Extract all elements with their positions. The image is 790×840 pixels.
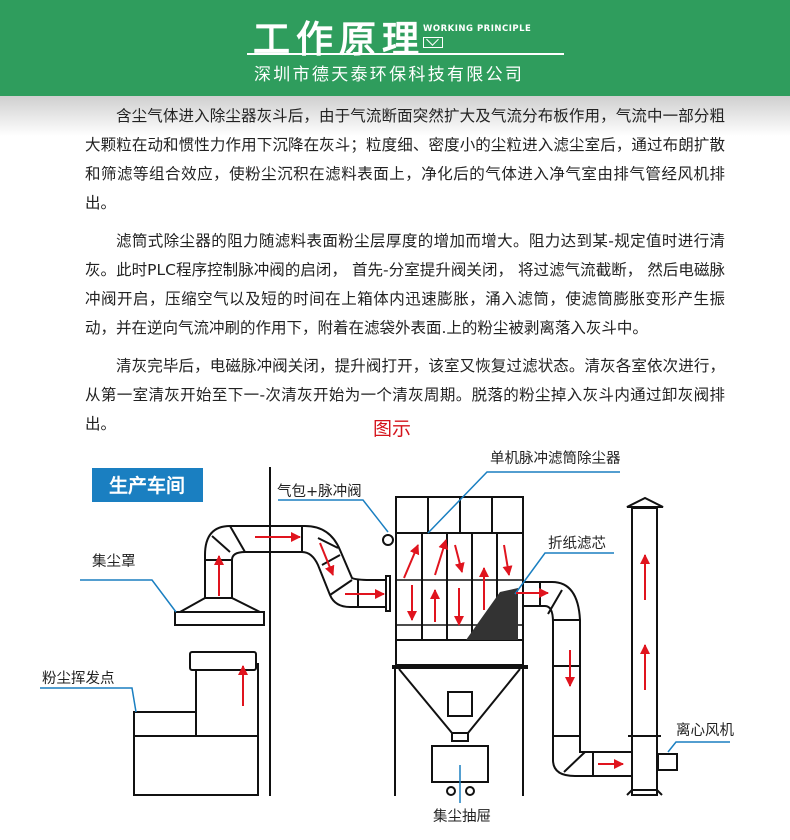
inlet-duct bbox=[204, 525, 391, 612]
collector-label: 单机脉冲滤筒除尘器 bbox=[490, 450, 621, 467]
source-label: 粉尘挥发点 bbox=[42, 670, 115, 687]
paragraph-1: 含尘气体进入除尘器灰斗后，由于气流断面突然扩大及气流分布板作用，气流中一部分粗大… bbox=[85, 107, 725, 212]
paragraph-3: 清灰完毕后，电磁脉冲阀关闭，提升阀打开，该室又恢复过滤状态。清灰各室依次进行，从… bbox=[85, 357, 725, 433]
workshop-label: 生产车间 bbox=[109, 474, 185, 497]
valve-label: 气包+脉冲阀 bbox=[277, 483, 362, 500]
workshop-badge bbox=[92, 468, 203, 502]
page-subtitle-en: WORKING PRINCIPLE bbox=[423, 24, 532, 34]
hood-label: 集尘罩 bbox=[92, 553, 136, 570]
outlet-duct bbox=[523, 581, 632, 777]
airflow-arrows bbox=[214, 532, 650, 769]
header-banner: 工作原理 WORKING PRINCIPLE 深圳市德天泰环保科技有限公司 bbox=[0, 0, 790, 96]
dust-collector-diagram: 生产车间 气包+脉冲阀 单机脉冲滤筒除尘器 集尘罩 折纸滤芯 粉尘挥发点 离心风… bbox=[40, 450, 734, 825]
company-name: 深圳市德天泰环保科技有限公司 bbox=[254, 65, 525, 85]
chimney-cap bbox=[626, 496, 664, 508]
header-shadow bbox=[0, 96, 790, 136]
pleated-filter bbox=[466, 588, 518, 640]
drawer-label: 集尘抽屉 bbox=[433, 808, 491, 825]
divider bbox=[247, 53, 564, 55]
dust-hood bbox=[174, 597, 265, 626]
figure-caption: 图示 bbox=[373, 418, 412, 440]
filter-collector bbox=[382, 496, 528, 796]
filter-label: 折纸滤芯 bbox=[548, 535, 606, 552]
envelope-icon bbox=[423, 37, 443, 48]
fan-motor bbox=[657, 753, 678, 771]
dust-source-machine bbox=[133, 651, 259, 796]
fan-label: 离心风机 bbox=[676, 722, 734, 739]
paragraph-2: 滤筒式除尘器的阻力随滤料表面粉尘层厚度的增加而增大。阻力达到某-规定值时进行清灰… bbox=[85, 232, 725, 337]
